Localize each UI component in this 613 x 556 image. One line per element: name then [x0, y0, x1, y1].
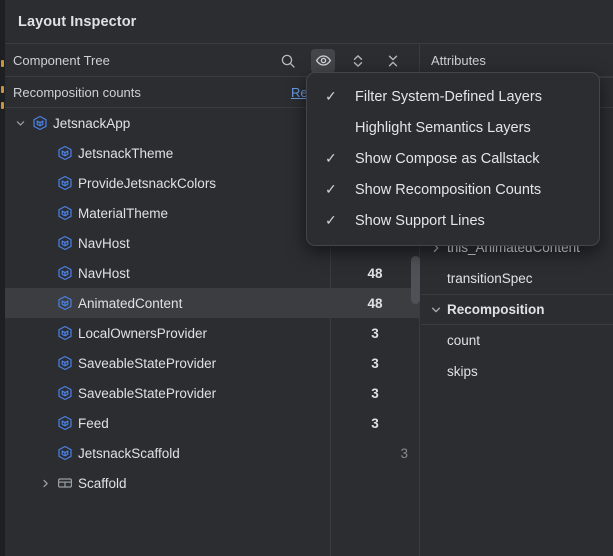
compose-node-icon [56, 385, 73, 402]
recomposition-count: 48 [331, 296, 419, 311]
tree-row-label: Scaffold [78, 476, 127, 491]
tree-row-label: SaveableStateProvider [78, 386, 216, 401]
check-icon: ✓ [307, 212, 349, 229]
tree-row-label: ProvideJetsnackColors [78, 176, 216, 191]
compose-node-icon [56, 415, 73, 432]
compose-node-icon [56, 145, 73, 162]
check-icon: ✓ [307, 150, 349, 167]
tree-row-label: AnimatedContent [78, 296, 182, 311]
compose-node-icon [56, 265, 73, 282]
recomposition-count: 48 [331, 266, 419, 281]
page-title: Layout Inspector [18, 14, 136, 30]
compose-node-icon [56, 325, 73, 342]
tree-row[interactable]: SaveableStateProvider 3 [5, 348, 419, 378]
recomposition-count: 3 [331, 356, 419, 371]
gutter-mark [1, 102, 4, 109]
attribute-row[interactable]: skips [421, 356, 613, 387]
compose-node-icon [31, 115, 48, 132]
tree-row[interactable]: LocalOwnersProvider 3 [5, 318, 419, 348]
attribute-name: count [421, 333, 480, 348]
check-icon: ✓ [307, 181, 349, 198]
search-icon[interactable] [276, 49, 300, 73]
menu-item-label: Show Support Lines [349, 213, 485, 229]
tree-row[interactable]: JetsnackScaffold 3 [5, 438, 419, 468]
attribute-name: skips [421, 364, 478, 379]
tree-row[interactable]: AnimatedContent 48 [5, 288, 419, 318]
attributes-group-header[interactable]: Recomposition [421, 294, 613, 325]
compose-node-icon [56, 445, 73, 462]
tree-row[interactable]: SaveableStateProvider 3 [5, 378, 419, 408]
tree-row-label: LocalOwnersProvider [78, 326, 207, 341]
attribute-name: transitionSpec [421, 271, 533, 286]
tree-row-label: NavHost [78, 266, 130, 281]
compose-node-icon [56, 235, 73, 252]
tree-row-label: SaveableStateProvider [78, 356, 216, 371]
recomposition-count: 3 [331, 416, 419, 431]
tree-row[interactable]: Scaffold [5, 468, 419, 498]
tree-row-label: JetsnackTheme [78, 146, 173, 161]
expand-collapse-icon[interactable] [346, 49, 370, 73]
compose-node-icon [56, 355, 73, 372]
component-tree-label: Component Tree [5, 53, 110, 68]
tree-row-label: NavHost [78, 236, 130, 251]
titlebar: Layout Inspector [5, 0, 613, 44]
compose-node-icon [56, 175, 73, 192]
menu-item[interactable]: ✓Show Support Lines [307, 205, 599, 236]
tree-row[interactable]: NavHost 48 [5, 258, 419, 288]
recomposition-count: 3 [331, 386, 419, 401]
chevron-down-icon[interactable] [13, 116, 27, 130]
gutter-mark [1, 86, 4, 93]
gutter-mark [1, 60, 4, 67]
tree-row-label: Feed [78, 416, 109, 431]
menu-item[interactable]: ✓Show Recomposition Counts [307, 174, 599, 205]
menu-item[interactable]: Highlight Semantics Layers [307, 112, 599, 143]
recomposition-counts-label: Recomposition counts [5, 85, 141, 100]
recomposition-count: 3 [331, 446, 419, 461]
recomposition-count: 3 [331, 326, 419, 341]
tree-row-label: MaterialTheme [78, 206, 168, 221]
chevron-right-icon[interactable] [38, 476, 52, 490]
menu-item-label: Highlight Semantics Layers [349, 120, 531, 136]
check-icon: ✓ [307, 88, 349, 105]
tree-row[interactable]: Feed 3 [5, 408, 419, 438]
tree-row-label: JetsnackScaffold [78, 446, 180, 461]
view-node-icon [56, 475, 73, 492]
collapse-all-icon[interactable] [381, 49, 405, 73]
menu-item-label: Show Recomposition Counts [349, 182, 541, 198]
menu-item[interactable]: ✓Filter System-Defined Layers [307, 81, 599, 112]
attributes-label: Attributes [421, 53, 486, 68]
compose-node-icon [56, 295, 73, 312]
menu-item-label: Show Compose as Callstack [349, 151, 540, 167]
tree-row-label: JetsnackApp [53, 116, 130, 131]
attributes-scrollbar-thumb[interactable] [411, 256, 420, 304]
menu-item-label: Filter System-Defined Layers [349, 89, 542, 105]
attribute-row[interactable]: count [421, 325, 613, 356]
chevron-down-icon[interactable] [430, 304, 442, 316]
attribute-row[interactable]: transitionSpec [421, 263, 613, 294]
compose-node-icon [56, 205, 73, 222]
menu-item[interactable]: ✓Show Compose as Callstack [307, 143, 599, 174]
eye-icon[interactable] [311, 49, 335, 73]
view-options-menu[interactable]: ✓Filter System-Defined LayersHighlight S… [306, 72, 600, 246]
